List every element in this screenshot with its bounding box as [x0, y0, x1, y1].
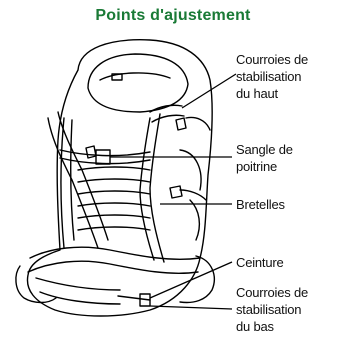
label-shoulder-straps: Bretelles	[236, 196, 285, 213]
top-lid	[88, 54, 188, 112]
leader-bottom-stabilizer	[150, 306, 232, 309]
bottom-stabilizer-strap	[118, 296, 150, 300]
label-chest-strap: Sangle de poitrine	[236, 141, 293, 175]
leader-hip-belt	[150, 262, 232, 298]
leader-top-stabilizer	[182, 74, 236, 108]
top-stabilizer-strap	[150, 105, 182, 112]
chest-strap	[60, 150, 150, 156]
pack-outline	[27, 40, 212, 316]
label-top-stabilizer: Courroies de stabilisation du haut	[236, 51, 308, 102]
label-hip-belt: Ceinture	[236, 254, 284, 271]
hip-belt	[30, 247, 200, 259]
right-shoulder-strap	[140, 118, 154, 260]
label-bottom-stabilizer: Courroies de stabilisation du bas	[236, 284, 308, 335]
left-shoulder-strap	[58, 112, 108, 240]
